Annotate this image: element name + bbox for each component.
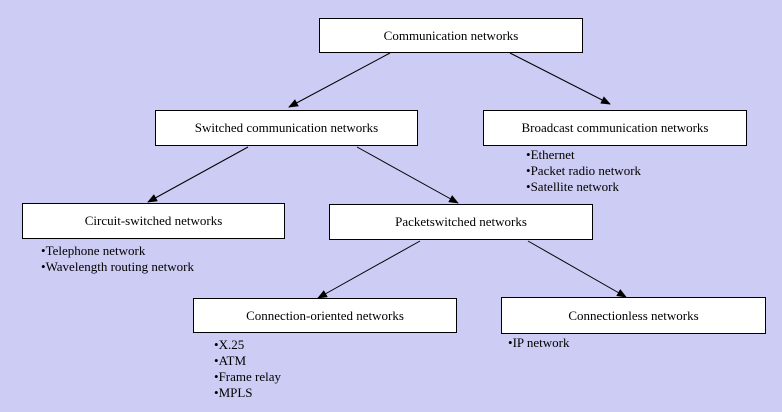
node-broadcast-communication-networks: Broadcast communication networks bbox=[483, 110, 747, 146]
node-label: Packetswitched networks bbox=[395, 214, 527, 229]
node-switched-communication-networks: Switched communication networks bbox=[155, 110, 418, 146]
node-label: Communication networks bbox=[383, 27, 519, 43]
arrow-switched-to-circuit bbox=[147, 146, 249, 203]
arrow-root-to-switched bbox=[288, 52, 391, 108]
list-item: Packet radio network bbox=[526, 163, 641, 179]
list-item: MPLS bbox=[214, 385, 281, 401]
connection-oriented-examples-list: X.25 ATM Frame relay MPLS bbox=[214, 337, 281, 401]
arrow-root-to-broadcast bbox=[509, 52, 611, 105]
node-label: Switched communication networks bbox=[194, 120, 379, 135]
node-label: Broadcast communication networks bbox=[521, 120, 709, 135]
arrow-switched-to-packet bbox=[356, 146, 459, 204]
circuit-examples-list: Telephone network Wavelength routing net… bbox=[41, 243, 194, 275]
list-item: Telephone network bbox=[41, 243, 194, 259]
list-item: Satellite network bbox=[526, 179, 641, 195]
list-item: IP network bbox=[508, 335, 570, 351]
list-item: Frame relay bbox=[214, 369, 281, 385]
broadcast-examples-list: Ethernet Packet radio network Satellite … bbox=[526, 147, 641, 195]
arrow-packet-to-connless bbox=[527, 240, 627, 298]
node-label: Connectionless networks bbox=[568, 307, 699, 323]
node-circuit-switched-networks: Circuit-switched networks bbox=[22, 203, 285, 239]
node-label: Connection-oriented networks bbox=[246, 307, 404, 323]
node-packetswitched-networks: Packetswitched networks bbox=[329, 204, 593, 240]
arrow-packet-to-conn-oriented bbox=[317, 240, 421, 299]
list-item: Ethernet bbox=[526, 147, 641, 163]
list-item: ATM bbox=[214, 353, 281, 369]
node-label: Circuit-switched networks bbox=[84, 213, 223, 228]
node-communication-networks: Communication networks bbox=[319, 18, 583, 53]
node-connection-oriented-networks: Connection-oriented networks bbox=[193, 298, 457, 333]
list-item: Wavelength routing network bbox=[41, 259, 194, 275]
list-item: X.25 bbox=[214, 337, 281, 353]
connectionless-examples-list: IP network bbox=[508, 335, 570, 351]
node-connectionless-networks: Connectionless networks bbox=[501, 297, 766, 334]
